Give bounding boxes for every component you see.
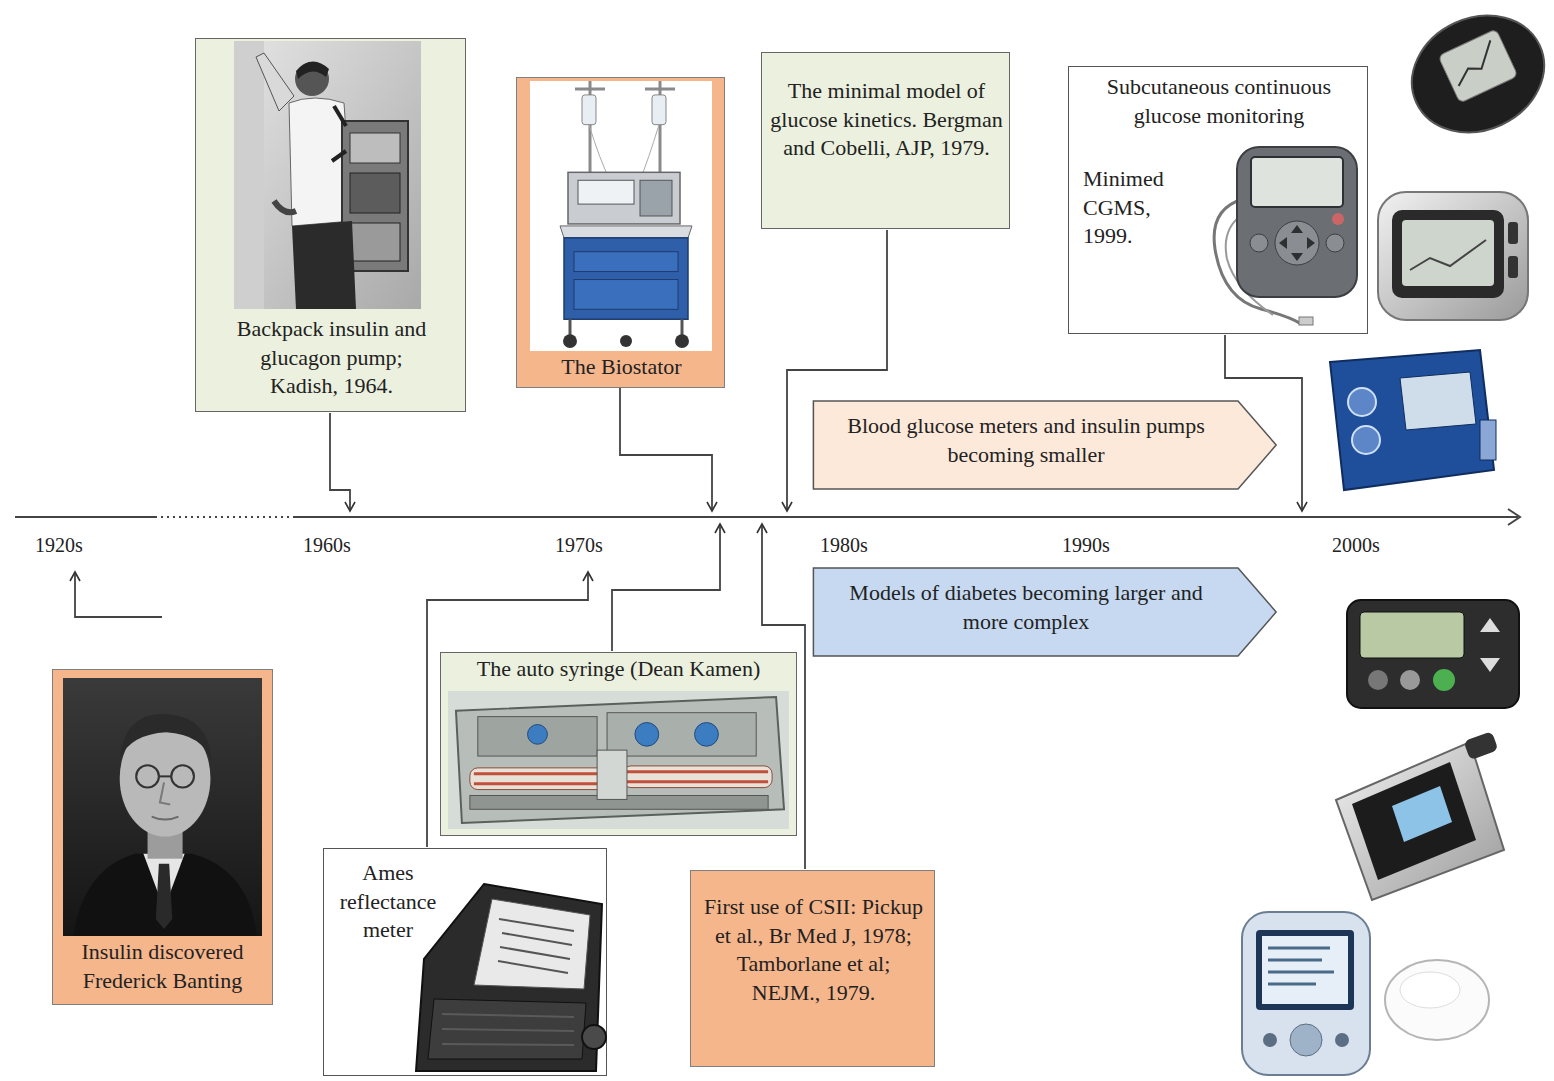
timeline-axis	[15, 516, 155, 518]
node-label: Subcutaneous continuous glucose monitori…	[1075, 73, 1363, 130]
photo-box: The auto syringe (Dean Kamen)	[440, 652, 797, 836]
node-note: Minimed CGMS, 1999.	[1083, 165, 1195, 251]
device-pda	[1242, 912, 1370, 1075]
decade-label: 1980s	[820, 533, 868, 557]
decade-label: 1970s	[555, 533, 603, 557]
device-oval-meter	[1393, 0, 1554, 153]
illustration	[530, 81, 712, 351]
illustration	[63, 678, 262, 936]
arrow-shape	[813, 568, 1276, 656]
illustration	[1201, 139, 1361, 329]
timeline-gap	[155, 516, 295, 518]
trend-arrow: Models of diabetes becoming larger and m…	[812, 567, 1278, 657]
device-blue-pump	[1330, 350, 1496, 490]
arrow-shape	[813, 401, 1276, 489]
timeline-axis	[295, 516, 1518, 518]
device-silver-pump	[1336, 731, 1504, 900]
photo-box: Insulin discovered Frederick Banting	[52, 669, 273, 1005]
device-navigator	[1378, 192, 1528, 320]
node-label: The auto syringe (Dean Kamen)	[443, 655, 794, 684]
decade-label: 1960s	[303, 533, 351, 557]
leader-line	[620, 388, 712, 511]
note-box: First use of CSII: Pickup et al., Br Med…	[690, 870, 935, 1067]
photo-box: The Biostator	[516, 77, 725, 388]
node-label: The minimal model of glucose kinetics. B…	[767, 77, 1006, 163]
device-pod	[1385, 960, 1489, 1040]
illustration	[234, 41, 421, 309]
decade-label: 1920s	[35, 533, 83, 557]
node-label: Ames reflectance meter	[328, 859, 448, 945]
leader-line	[75, 572, 162, 617]
photo-box: Subcutaneous continuous glucose monitori…	[1068, 66, 1368, 334]
node-label: Models of diabetes becoming larger and m…	[828, 579, 1224, 636]
node-label: Blood glucose meters and insulin pumps b…	[828, 412, 1224, 469]
illustration	[448, 691, 789, 829]
device-black-pump	[1347, 600, 1519, 708]
axis-arrowhead	[1508, 509, 1520, 525]
node-label: Insulin discovered Frederick Banting	[55, 938, 270, 995]
decade-label: 2000s	[1332, 533, 1380, 557]
decade-label: 1990s	[1062, 533, 1110, 557]
trend-arrow: Blood glucose meters and insulin pumps b…	[812, 400, 1278, 490]
photo-box: Backpack insulin and glucagon pump; Kadi…	[195, 38, 466, 412]
node-label: The Biostator	[521, 353, 722, 382]
note-box: The minimal model of glucose kinetics. B…	[761, 52, 1010, 229]
node-label: Backpack insulin and glucagon pump; Kadi…	[229, 315, 434, 401]
photo-box: Ames reflectance meter	[323, 848, 607, 1076]
leader-line	[612, 524, 720, 651]
leader-line	[330, 413, 350, 511]
node-label: First use of CSII: Pickup et al., Br Med…	[701, 893, 926, 1007]
